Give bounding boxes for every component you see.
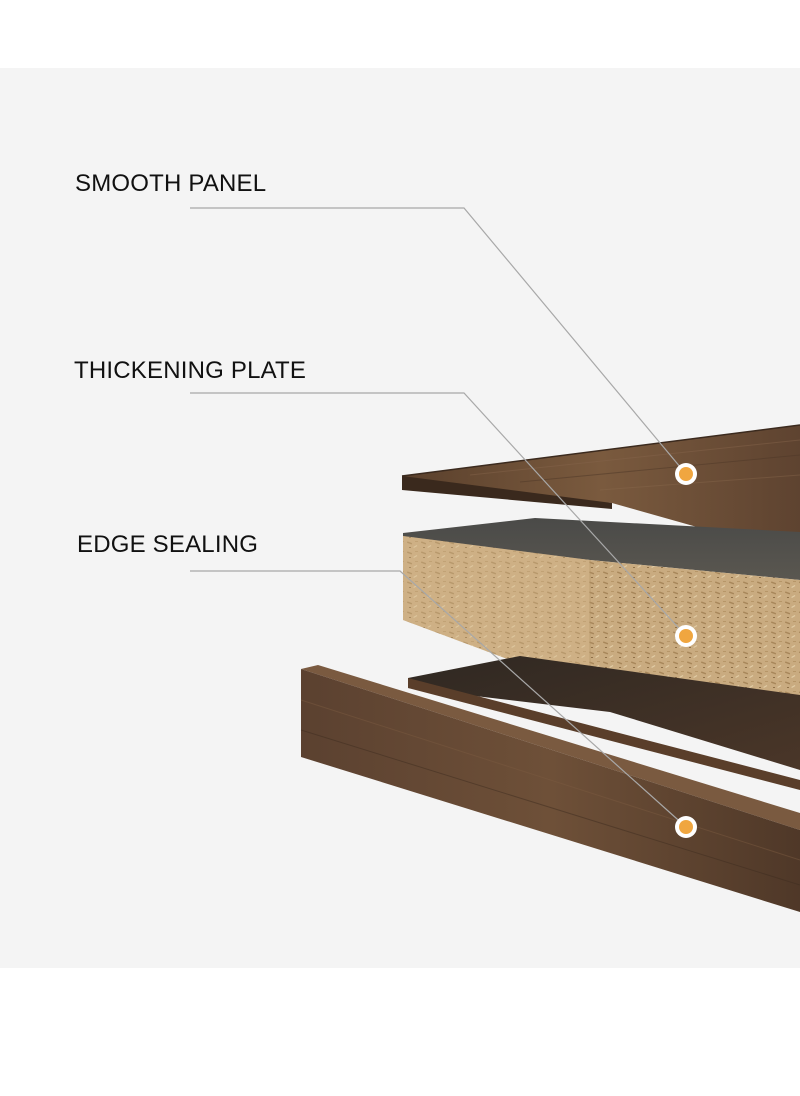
leader-line-edge-sealing [190,570,687,828]
label-thickening-plate: THICKENING PLATE [74,357,307,384]
bottom-panel-board [408,656,800,790]
label-smooth-panel: SMOOTH PANEL [75,170,267,197]
marker-edge-sealing [675,816,697,838]
label-edge-sealing: EDGE SEALING [77,531,259,558]
leader-line-smooth-panel [190,207,687,475]
marker-thickening-plate [675,625,697,647]
leader-lines [190,207,687,828]
edge-sealing-strip [300,665,800,912]
thickening-plate-board [403,518,800,712]
marker-smooth-panel [675,463,697,485]
smooth-panel-board [401,424,800,556]
leader-line-thickening-plate [190,392,687,637]
